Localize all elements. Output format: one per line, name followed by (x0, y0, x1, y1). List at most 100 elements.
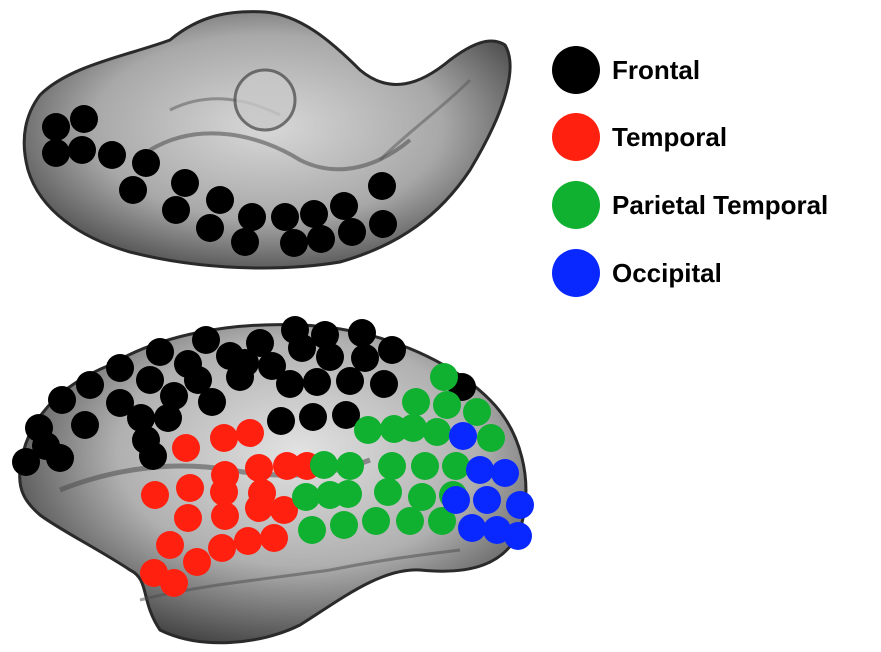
lateral-frontal-electrode (336, 367, 364, 395)
lateral-temporal-electrode (141, 481, 169, 509)
lateral-temporal-electrode (234, 527, 262, 555)
lateral-parietal-temporal-electrode (399, 414, 427, 442)
lateral-frontal-electrode (351, 344, 379, 372)
lateral-frontal-electrode (276, 370, 304, 398)
lateral-temporal-electrode (245, 454, 273, 482)
lateral-frontal-electrode (12, 448, 40, 476)
lateral-parietal-temporal-electrode (378, 452, 406, 480)
lateral-frontal-electrode (288, 334, 316, 362)
lateral-parietal-temporal-electrode (298, 516, 326, 544)
ventral-frontal-electrode (70, 105, 98, 133)
ventral-frontal-electrode (300, 200, 328, 228)
ventral-frontal-electrode (119, 176, 147, 204)
lateral-frontal-electrode (154, 404, 182, 432)
lateral-frontal-electrode (370, 370, 398, 398)
ventral-brain-surface (24, 12, 510, 268)
lateral-occipital-electrode (449, 422, 477, 450)
lateral-frontal-electrode (198, 388, 226, 416)
occipital-swatch-icon (552, 249, 600, 297)
lateral-frontal-electrode (71, 411, 99, 439)
lateral-parietal-temporal-electrode (433, 391, 461, 419)
lateral-frontal-electrode (348, 319, 376, 347)
lateral-parietal-temporal-electrode (330, 511, 358, 539)
lateral-temporal-electrode (211, 502, 239, 530)
ventral-frontal-electrode (132, 149, 160, 177)
lateral-brain-view (12, 316, 534, 643)
lateral-occipital-electrode (506, 491, 534, 519)
legend-label-temporal: Temporal (612, 122, 727, 153)
lateral-temporal-electrode (260, 524, 288, 552)
lateral-parietal-temporal-electrode (396, 507, 424, 535)
lateral-parietal-temporal-electrode (411, 452, 439, 480)
lateral-parietal-temporal-electrode (402, 388, 430, 416)
lateral-frontal-electrode (146, 338, 174, 366)
ventral-frontal-electrode (196, 214, 224, 242)
lateral-frontal-electrode (299, 403, 327, 431)
frontal-swatch-icon (552, 46, 600, 94)
ventral-frontal-electrode (162, 196, 190, 224)
lateral-frontal-electrode (76, 371, 104, 399)
parietal-temporal-swatch-icon (552, 181, 600, 229)
lateral-parietal-temporal-electrode (430, 363, 458, 391)
ventral-frontal-electrode (369, 210, 397, 238)
ventral-frontal-electrode (171, 169, 199, 197)
lateral-frontal-electrode (48, 386, 76, 414)
lateral-parietal-temporal-electrode (292, 483, 320, 511)
lateral-parietal-temporal-electrode (354, 416, 382, 444)
lateral-temporal-electrode (208, 534, 236, 562)
lateral-parietal-temporal-electrode (310, 451, 338, 479)
ventral-frontal-electrode (98, 141, 126, 169)
ventral-frontal-electrode (368, 172, 396, 200)
lateral-occipital-electrode (466, 456, 494, 484)
lateral-parietal-temporal-electrode (477, 424, 505, 452)
lateral-temporal-electrode (245, 494, 273, 522)
lateral-frontal-electrode (226, 363, 254, 391)
lateral-frontal-electrode (46, 444, 74, 472)
lateral-parietal-temporal-electrode (334, 480, 362, 508)
legend-label-parietal-temporal: Parietal Temporal (612, 190, 828, 221)
ventral-frontal-electrode (238, 203, 266, 231)
lateral-occipital-electrode (491, 459, 519, 487)
lateral-parietal-temporal-electrode (336, 452, 364, 480)
lateral-occipital-electrode (442, 486, 470, 514)
ventral-brain-view (24, 12, 510, 268)
ventral-frontal-electrode (68, 136, 96, 164)
lateral-temporal-electrode (183, 548, 211, 576)
lateral-parietal-temporal-electrode (374, 478, 402, 506)
ventral-frontal-electrode (42, 139, 70, 167)
lateral-temporal-electrode (172, 434, 200, 462)
lateral-temporal-electrode (210, 424, 238, 452)
lateral-parietal-temporal-electrode (423, 418, 451, 446)
lateral-parietal-temporal-electrode (362, 507, 390, 535)
ventral-frontal-electrode (231, 228, 259, 256)
legend-item-occipital: Occipital (552, 248, 722, 298)
lateral-temporal-electrode (176, 474, 204, 502)
lateral-temporal-electrode (174, 504, 202, 532)
temporal-swatch-icon (552, 113, 600, 161)
lateral-temporal-electrode (210, 478, 238, 506)
lateral-frontal-electrode (316, 343, 344, 371)
lateral-temporal-electrode (160, 569, 188, 597)
lateral-frontal-electrode (192, 326, 220, 354)
ventral-frontal-electrode (280, 229, 308, 257)
legend-item-parietal-temporal: Parietal Temporal (552, 180, 828, 230)
lateral-frontal-electrode (378, 336, 406, 364)
legend-item-frontal: Frontal (552, 45, 700, 95)
ventral-structure (235, 70, 295, 130)
lateral-occipital-electrode (473, 486, 501, 514)
lateral-occipital-electrode (504, 522, 532, 550)
lateral-temporal-electrode (156, 531, 184, 559)
lateral-parietal-temporal-electrode (408, 483, 436, 511)
ventral-frontal-electrode (307, 225, 335, 253)
legend-item-temporal: Temporal (552, 112, 727, 162)
lateral-frontal-electrode (303, 368, 331, 396)
ventral-frontal-electrode (330, 192, 358, 220)
lateral-frontal-electrode (106, 354, 134, 382)
ventral-frontal-electrode (338, 218, 366, 246)
lateral-parietal-temporal-electrode (463, 398, 491, 426)
lateral-frontal-electrode (136, 366, 164, 394)
lateral-temporal-electrode (236, 419, 264, 447)
ventral-frontal-electrode (206, 186, 234, 214)
ventral-frontal-electrode (271, 203, 299, 231)
